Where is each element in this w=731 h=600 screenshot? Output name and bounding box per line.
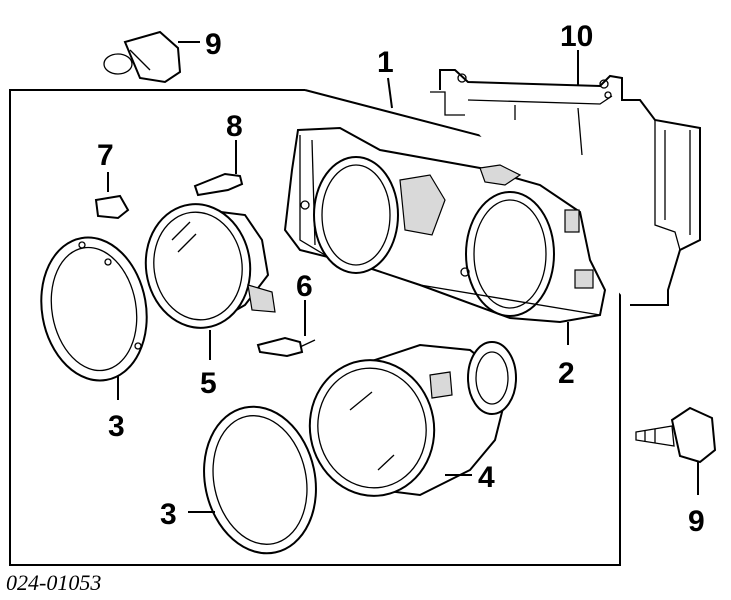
bulb-7: [94, 172, 130, 220]
headlamp-ring-upper: [40, 236, 148, 400]
callout-4: 4: [478, 461, 495, 494]
bulb-8: [193, 140, 244, 197]
bulb-6: [256, 300, 316, 358]
headlamp-housing: [283, 126, 607, 324]
callout-3-upper: 3: [108, 410, 125, 443]
callout-8: 8: [226, 110, 243, 143]
callout-5: 5: [200, 367, 217, 400]
headlamp-ring-lower: [188, 405, 317, 555]
callout-9-upper: 9: [205, 28, 222, 61]
callout-7: 7: [97, 139, 114, 172]
callout-3-lower: 3: [160, 498, 177, 531]
support-bracket: [430, 69, 701, 306]
callout-1: 1: [377, 46, 394, 79]
callout-6: 6: [296, 270, 313, 303]
bulb-socket-upper: [103, 30, 200, 84]
callout-9-lower: 9: [688, 505, 705, 538]
high-beam-lamp: [144, 203, 276, 360]
low-beam-lamp: [308, 341, 517, 497]
callout-10: 10: [560, 20, 593, 53]
part-number: 024-01053: [6, 570, 101, 595]
leader-1: [387, 77, 393, 109]
bulb-socket-lower: [635, 406, 717, 495]
callout-2: 2: [558, 357, 575, 390]
